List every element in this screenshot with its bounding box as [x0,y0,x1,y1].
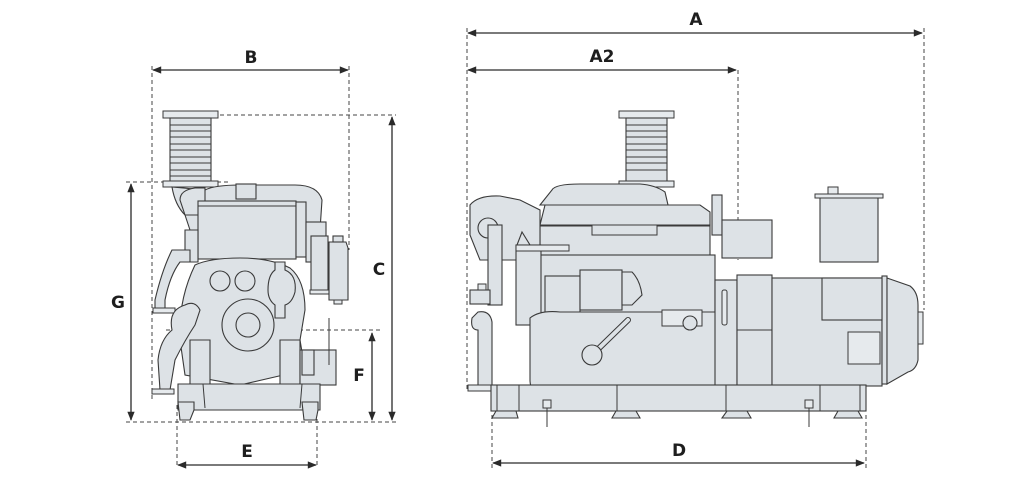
exhaust-bellows-side [618,110,675,188]
label-f: F [353,366,365,386]
label-g: G [111,293,125,313]
label-c: C [373,260,385,280]
mounting-feet [491,410,863,419]
label-a: A [689,10,703,30]
label-b: B [245,48,258,68]
side-view: A A2 D [466,10,925,468]
exhaust-bellows [162,110,219,188]
anchor-bolts [542,399,814,427]
label-d: D [672,441,686,461]
label-a2: A2 [590,47,615,67]
label-e: E [241,442,253,462]
front-view: B C G F E [111,48,396,469]
